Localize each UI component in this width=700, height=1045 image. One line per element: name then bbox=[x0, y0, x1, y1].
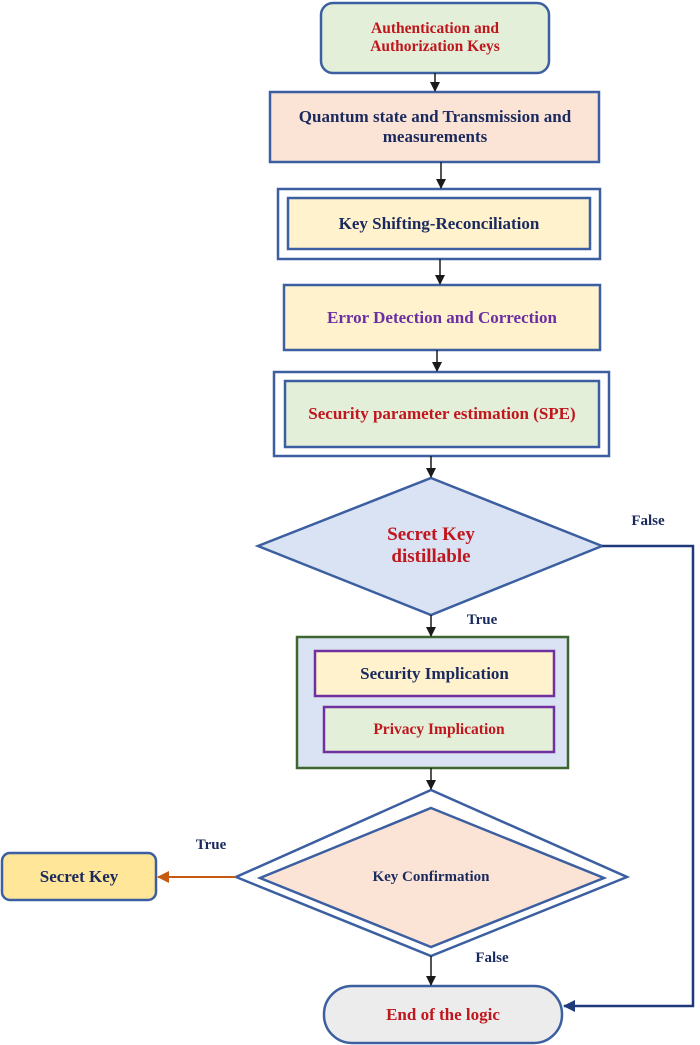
auth-keys-label: Authentication and Authorization Keys bbox=[370, 20, 500, 55]
quantum-state-label: Quantum state and Transmission and measu… bbox=[298, 107, 572, 146]
quantum-state-node bbox=[268, 90, 601, 164]
security-implication-label: Security Implication bbox=[360, 663, 509, 683]
arrow-distillable-false bbox=[563, 544, 695, 1012]
confirmation-true-label: True bbox=[195, 837, 227, 854]
error-detection-label: Error Detection and Correction bbox=[327, 307, 557, 327]
spe-label: Security parameter estimation (SPE) bbox=[308, 404, 576, 424]
key-confirmation-label: Key Confirmation bbox=[372, 869, 490, 886]
key-confirmation-decision bbox=[256, 806, 608, 949]
privacy-implication-label: Privacy Implication bbox=[373, 720, 505, 738]
end-logic-label: End of the logic bbox=[386, 1004, 500, 1024]
secret-key-node bbox=[0, 851, 158, 902]
secret-key-label: Secret Key bbox=[39, 866, 119, 886]
secret-key-distillable-label: Secret Key distillable bbox=[387, 524, 475, 567]
security-implication-node bbox=[313, 649, 556, 698]
key-shifting-label: Key Shifting-Reconciliation bbox=[338, 213, 540, 233]
end-logic-node bbox=[322, 984, 564, 1045]
confirmation-false-label: False bbox=[475, 950, 509, 967]
privacy-implication-node bbox=[322, 705, 556, 754]
distillable-true-label: True bbox=[466, 612, 498, 629]
distillable-false-label: False bbox=[631, 513, 665, 530]
error-detection-node bbox=[282, 283, 602, 352]
spe-node bbox=[283, 379, 601, 449]
key-shifting-node bbox=[286, 196, 592, 251]
